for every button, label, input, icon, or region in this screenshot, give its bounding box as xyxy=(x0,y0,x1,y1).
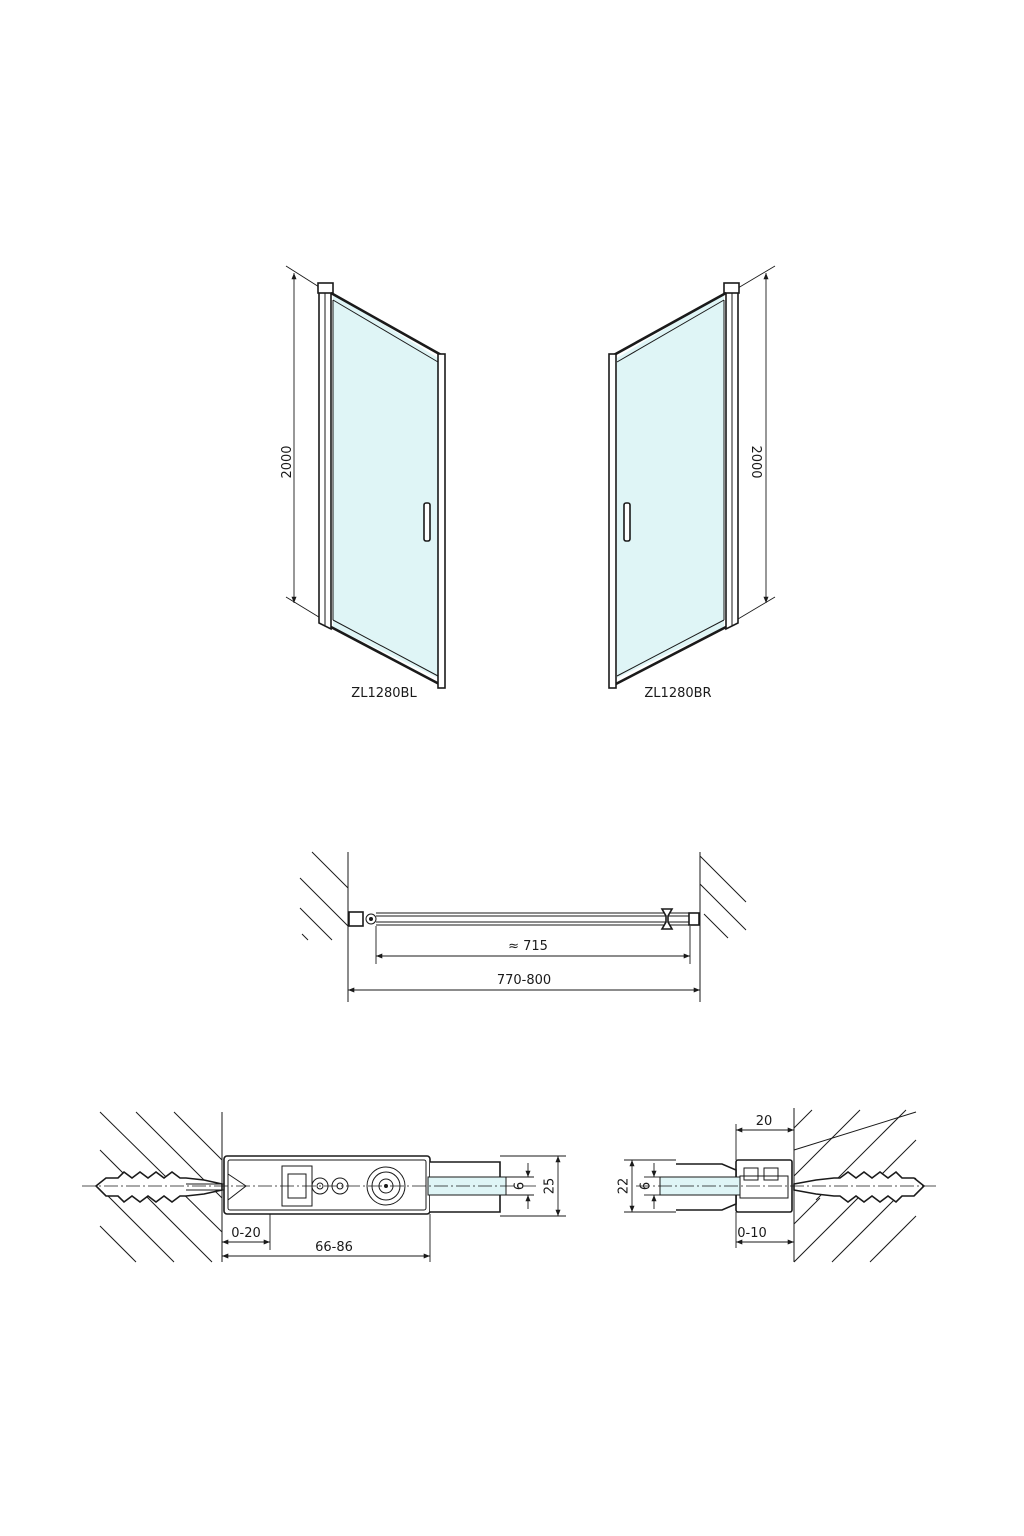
plan-view: ≈ 715 770-800 xyxy=(299,851,747,1002)
detail-left-adjust-range-label: 0-20 xyxy=(231,1226,261,1241)
door-left-elevation: 2000 ZL1280BL xyxy=(280,265,446,701)
door-right-glass xyxy=(617,293,724,678)
detail-right-glass-thickness-label: 6 xyxy=(639,1182,654,1190)
plan-door-width-label: ≈ 715 xyxy=(508,939,548,954)
detail-left-glass-thickness-label: 6 xyxy=(513,1182,528,1190)
detail-right-profile-width-label: 20 xyxy=(756,1114,773,1129)
door-right-model-label: ZL1280BR xyxy=(644,686,711,701)
detail-left-profile-range-label: 66-86 xyxy=(315,1240,353,1255)
detail-right-profile: 22 6 20 0-10 xyxy=(617,1108,936,1263)
detail-right-profile-height-label: 22 xyxy=(617,1178,632,1195)
detail-left-profile-height-label: 25 xyxy=(543,1178,558,1195)
door-left-height-label: 2000 xyxy=(280,445,295,478)
door-left-model-label: ZL1280BL xyxy=(351,686,417,701)
plan-opening-range-label: 770-800 xyxy=(497,973,551,988)
door-right-handle xyxy=(623,502,631,542)
detail-right-adjust-range-label: 0-10 xyxy=(737,1226,767,1241)
door-left-glass xyxy=(333,293,438,678)
door-right-elevation: 2000 ZL1280BR xyxy=(608,265,776,701)
door-right-height-label: 2000 xyxy=(748,445,763,478)
door-left-handle xyxy=(423,502,431,542)
detail-left-hinge: 6 25 0-20 66-86 xyxy=(82,1111,566,1263)
